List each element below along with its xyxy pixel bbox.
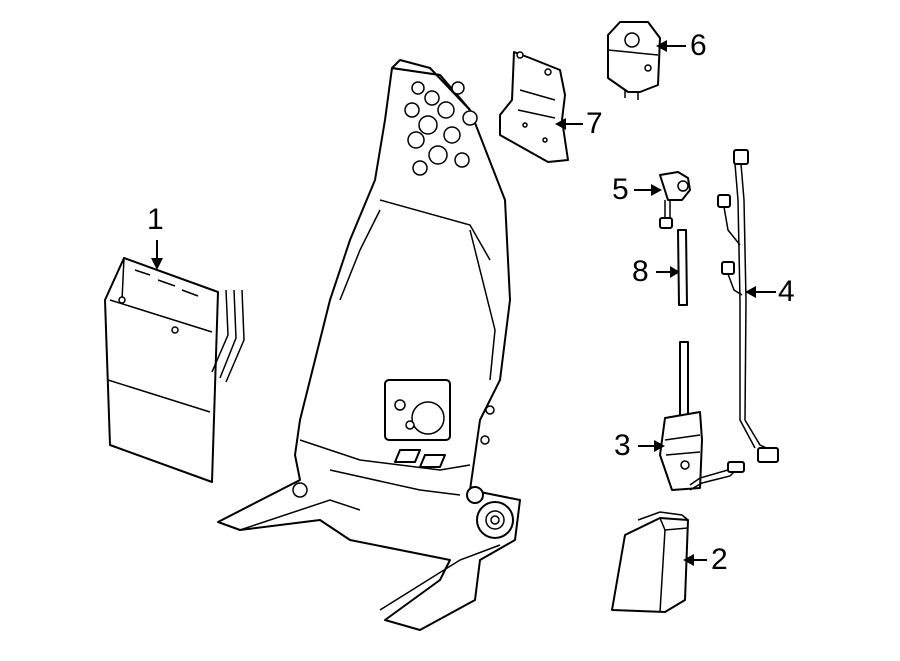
callout-2: 2 — [711, 543, 728, 576]
sensor-part — [659, 171, 691, 229]
callout-5: 5 — [612, 173, 629, 206]
seat-back-panel-part — [104, 257, 245, 483]
cover-part — [611, 511, 689, 613]
callout-6: 6 — [690, 29, 707, 62]
callout-4: 4 — [778, 275, 795, 308]
bracket-part — [499, 51, 569, 163]
motor-actuator-part — [659, 341, 745, 491]
callout-3: 3 — [614, 429, 631, 462]
callout-7: 7 — [586, 107, 603, 140]
rod-part — [677, 229, 688, 306]
wiring-harness-part — [717, 149, 779, 463]
seat-frame-main — [217, 59, 521, 631]
callout-8: 8 — [632, 255, 649, 288]
callout-1: 1 — [147, 203, 164, 236]
housing-part — [607, 21, 661, 100]
leader-lines — [151, 40, 776, 566]
